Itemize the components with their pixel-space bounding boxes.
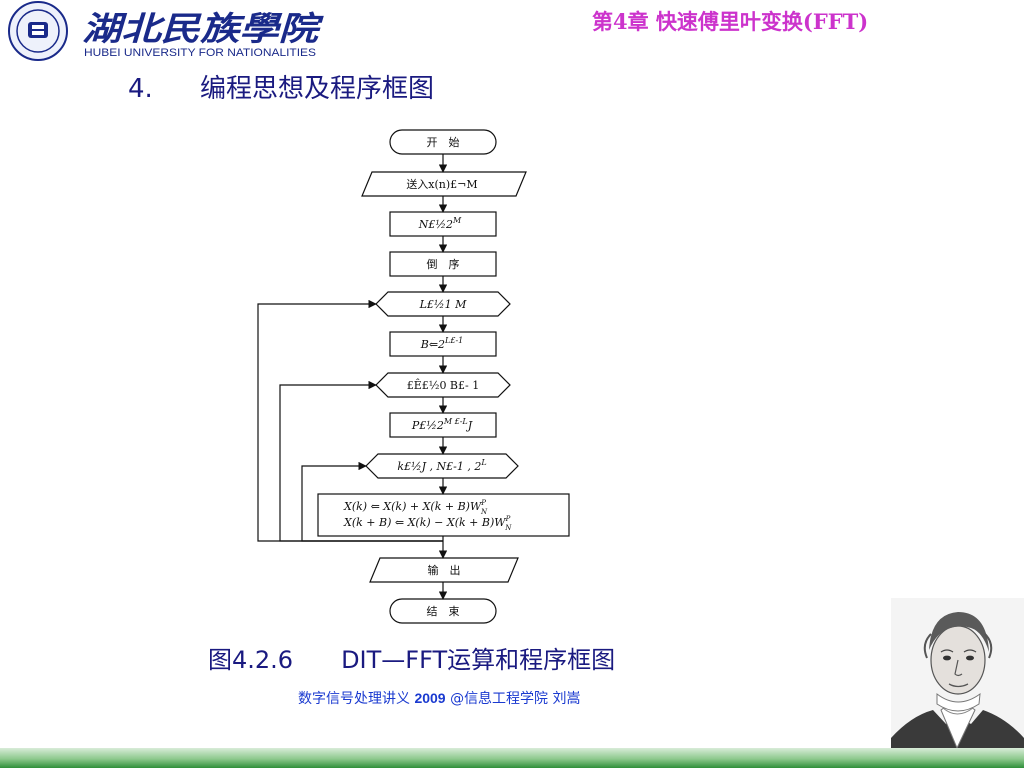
- start-label: 开 始: [427, 135, 460, 149]
- figure-label: 图4.2.6: [208, 646, 294, 674]
- figure-caption: 图4.2.6 DIT—FFT运算和程序框图: [208, 640, 615, 675]
- chapter-title: 第4章 快速傅里叶变换(FFT): [592, 9, 869, 34]
- dit-fft-flowchart: 开 始 送入x(n)£¬M N£½2M 倒 序 L£½1 M B⇐2L£-1 £…: [257, 129, 570, 624]
- loop-back-l: [257, 299, 443, 542]
- footer-author: @信息工程学院 刘嵩: [450, 691, 581, 707]
- loop-k-label: k£½J , N£-1 , 2L: [397, 458, 486, 473]
- b-assign-label: B⇐2L£-1: [420, 336, 464, 351]
- section-number: 4.: [128, 74, 153, 104]
- output-label: 输 出: [428, 563, 461, 577]
- figure-title: DIT—FFT运算和程序框图: [341, 646, 616, 674]
- footer-year: 2009: [414, 690, 446, 706]
- footer-course: 数字信号处理讲义: [298, 691, 410, 707]
- input-node: [361, 171, 527, 197]
- loop-l-label: L£½1 M: [419, 298, 467, 311]
- section-heading: 4. 编程思想及程序框图: [128, 68, 434, 105]
- input-label: 送入x(n)£¬M: [406, 177, 477, 191]
- fourier-portrait-image: [891, 598, 1024, 768]
- p-assign-label: P£½2M £-LJ: [411, 417, 473, 432]
- end-label: 结 束: [427, 605, 460, 618]
- bottom-decor-bar: [0, 748, 1024, 768]
- logo-name-cn: 湖北民族學院: [82, 9, 324, 48]
- footer-credit: 数字信号处理讲义 2009 @信息工程学院 刘嵩: [298, 688, 581, 708]
- university-logo: 湖北民族學院 HUBEI UNIVERSITY FOR NATIONALITIE…: [0, 0, 326, 62]
- reverse-label: 倒 序: [427, 257, 460, 271]
- loop-j-label: £Ê£½0 B£- 1: [407, 378, 479, 392]
- output-node: [369, 557, 519, 583]
- logo-name-en: HUBEI UNIVERSITY FOR NATIONALITIES: [84, 47, 316, 59]
- section-title: 编程思想及程序框图: [200, 74, 435, 104]
- n-assign-label: N£½2M: [418, 216, 462, 231]
